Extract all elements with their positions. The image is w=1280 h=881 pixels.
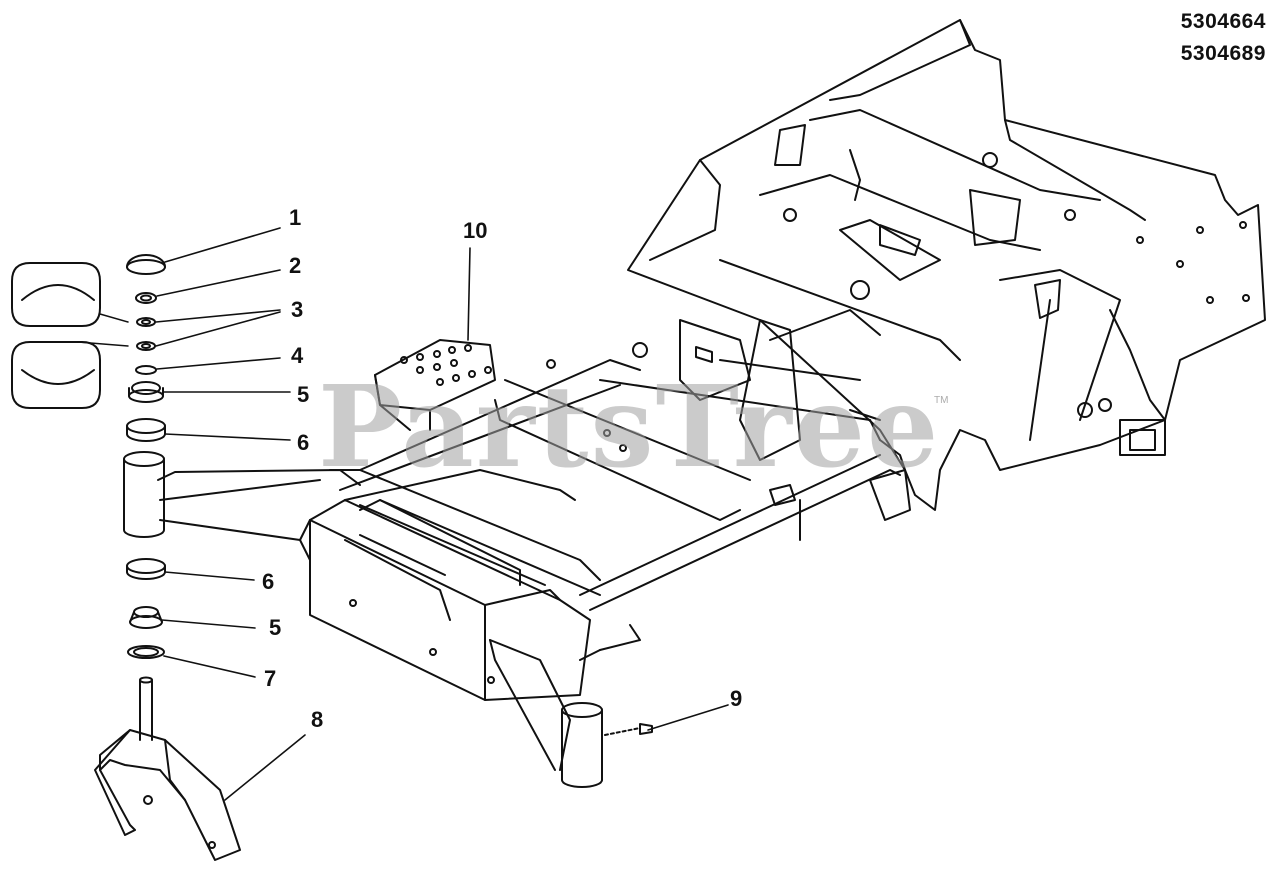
watermark-text: PartsTree: [318, 362, 941, 493]
watermark: PartsTree: [318, 372, 940, 484]
callout-5-upper: 5: [297, 382, 310, 407]
caster-arm: [157, 469, 361, 561]
callout-6-lower: 6: [262, 569, 275, 594]
callout-1: 1: [289, 205, 302, 230]
chassis-frame: [546, 19, 1266, 511]
callout-6-upper: 6: [297, 430, 310, 455]
callout-2: 2: [289, 253, 302, 278]
leader-lines: [155, 227, 729, 801]
front-bumper: [309, 469, 601, 771]
frame-rails: [329, 309, 911, 651]
callout-5-lower: 5: [269, 615, 282, 640]
callout-7: 7: [264, 666, 277, 691]
detail-insets: [11, 262, 129, 409]
model-number-1: 5304664: [1180, 10, 1266, 33]
callout-9: 9: [730, 686, 743, 711]
callout-3: 3: [291, 297, 304, 322]
watermark-trademark: TM: [934, 395, 949, 406]
callout-10: 10: [463, 218, 488, 243]
footrest-plate: [374, 339, 496, 431]
callout-8: 8: [311, 707, 324, 732]
model-number-2: 5304689: [1180, 42, 1266, 65]
caster-fork: [94, 729, 241, 861]
caster-tube-right: [561, 702, 653, 788]
callout-4: 4: [291, 343, 304, 368]
caster-stack: [123, 254, 166, 741]
